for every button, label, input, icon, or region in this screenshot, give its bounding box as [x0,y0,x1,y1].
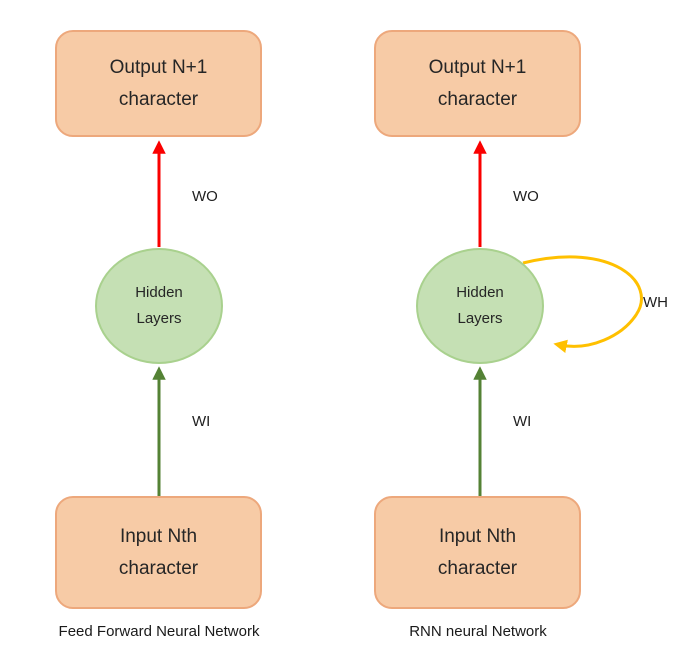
caption-rnn: RNN neural Network [409,623,547,640]
hidden-layers-left-line1: Hidden [135,284,183,301]
output-box-right-line2: character [437,88,518,110]
input-box-left: Input Nth character [55,496,262,609]
wi-label-left: WI [192,413,211,430]
output-box-left: Output N+1 character [55,30,262,137]
hidden-layers-node-right: Hidden Layers [416,248,544,364]
input-box-right-line1: Input Nth [438,525,517,547]
hidden-layers-right-line1: Hidden [456,284,504,301]
hidden-layers-right-line2: Layers [457,310,503,327]
hidden-layers-node-left: Hidden Layers [95,248,223,364]
wi-label-right: WI [513,413,532,430]
input-box-right-line2: character [437,557,518,579]
input-box-left-line1: Input Nth [119,525,198,547]
output-box-left-line2: character [118,88,199,110]
output-box-right: Output N+1 character [374,30,581,137]
output-box-right-line1: Output N+1 [428,56,527,78]
input-box-left-line2: character [118,557,199,579]
output-box-left-line1: Output N+1 [109,56,208,78]
wo-label-right: WO [513,188,539,205]
input-box-right: Input Nth character [374,496,581,609]
hidden-layers-left-line2: Layers [136,310,182,327]
caption-feed-forward: Feed Forward Neural Network [58,623,260,640]
wh-label: WH [643,294,668,311]
wo-label-left: WO [192,188,218,205]
